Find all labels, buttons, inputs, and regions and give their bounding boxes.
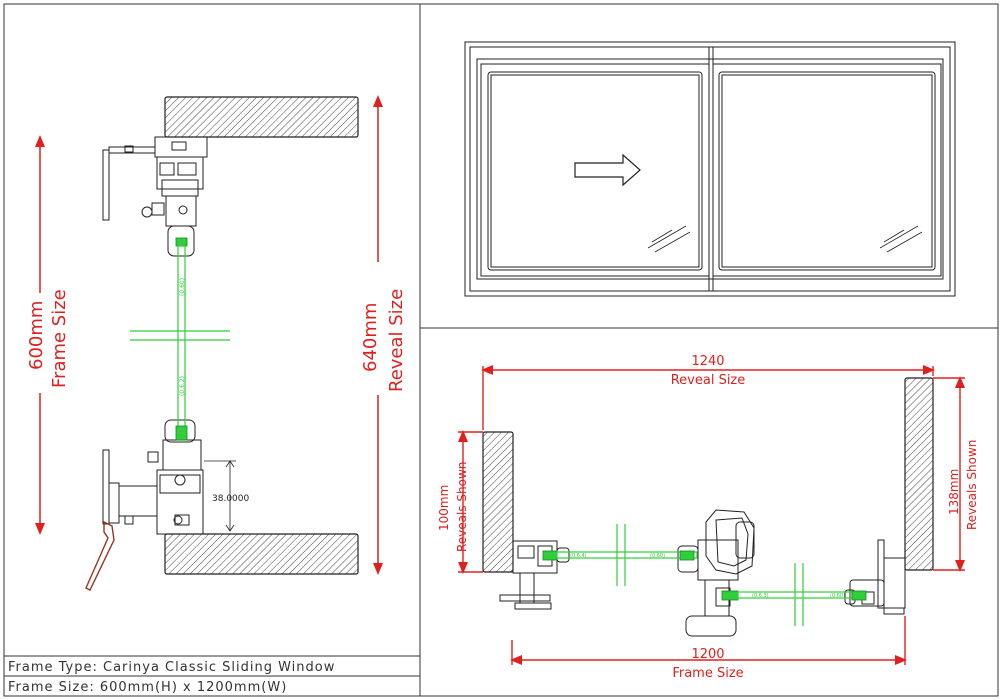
right-wall-hatch xyxy=(904,377,934,571)
glass-code-bottom: (0.6.2) xyxy=(179,376,186,396)
reveal-size-dimension xyxy=(373,95,383,575)
right-jamb-profile xyxy=(844,539,906,615)
glass-reflection-marks xyxy=(647,225,923,253)
reveal-width-value: 1240 xyxy=(691,354,724,369)
frame-width-dimension xyxy=(510,616,907,665)
frame-size-label: Frame Size xyxy=(49,289,70,388)
glass-pane-vertical: (0.60) (0.6.2) xyxy=(130,237,230,441)
right-reveal-dimension xyxy=(933,376,965,572)
glass-panes-plan: (0.6.4) (0.60) (0.6.3) (0.60) xyxy=(542,524,867,626)
bottom-frame-profile xyxy=(102,419,204,535)
left-reveal-label: Reveals Shown xyxy=(455,462,469,552)
reveal-size-value: 640mm xyxy=(360,303,381,372)
left-reveal-value: 100mm xyxy=(437,485,451,531)
glass-code-3: (0.6.3) xyxy=(752,593,769,599)
bottom-wall-hatch xyxy=(164,533,359,575)
frame-width-value: 1200 xyxy=(691,647,724,662)
window-lever-arm xyxy=(85,520,115,591)
frame-type-text: Frame Type: Carinya Classic Sliding Wind… xyxy=(8,660,335,675)
reveal-width-label: Reveal Size xyxy=(671,373,746,388)
vertical-section-view: (0.60) (0.6.2) 38.0000 600mm Frame Size xyxy=(26,95,407,591)
centre-interlock-profile xyxy=(677,509,755,637)
frame-size-text: Frame Size: 600mm(H) x 1200mm(W) xyxy=(8,680,287,695)
left-reveal-dimension xyxy=(458,430,483,574)
sheet-border xyxy=(3,3,999,697)
top-wall-hatch xyxy=(164,96,359,138)
top-frame-profile xyxy=(102,136,208,257)
frame-size-value: 600mm xyxy=(26,301,47,370)
plan-view: (0.6.4) (0.60) (0.6.3) (0.60) 1240 Revea… xyxy=(437,354,979,681)
reveal-width-dimension xyxy=(481,365,935,430)
left-wall-hatch xyxy=(482,431,514,573)
glass-code-1: (0.6.4) xyxy=(570,553,587,559)
sill-dimension xyxy=(204,460,236,532)
reveal-size-label: Reveal Size xyxy=(386,289,407,392)
sill-dim-text: 38.0000 xyxy=(212,494,249,504)
right-reveal-label: Reveals Shown xyxy=(965,440,979,530)
slide-direction-arrow-icon xyxy=(574,153,641,187)
glass-code-4: (0.60) xyxy=(830,593,845,599)
glass-code-top: (0.60) xyxy=(179,278,186,296)
glass-code-2: (0.60) xyxy=(650,553,665,559)
right-reveal-value: 138mm xyxy=(947,469,961,515)
frame-size-dimension xyxy=(35,135,45,535)
window-elevation-view xyxy=(464,41,956,297)
frame-width-label: Frame Size xyxy=(672,666,743,681)
